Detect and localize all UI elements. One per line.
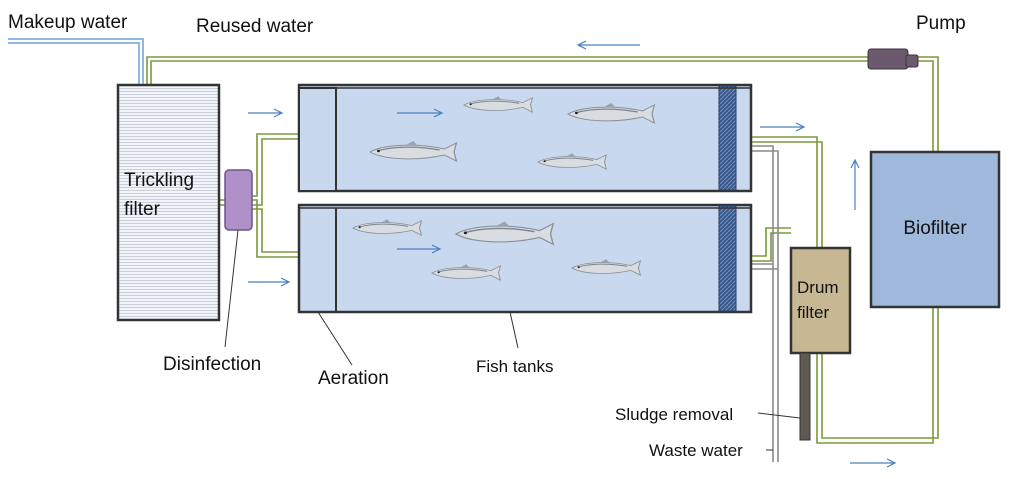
waste-water-pipe — [751, 145, 779, 462]
drum-to-biofilter-pipe — [816, 307, 939, 444]
fish-tank-2 — [297, 203, 753, 314]
sludge-removal-label: Sludge removal — [615, 405, 733, 424]
drum-filter: Drum filter — [789, 246, 852, 441]
trickling-filter: Trickling filter — [116, 83, 221, 322]
flow-arrow-tank1-mid — [397, 108, 444, 118]
flow-arrow-bottom — [850, 458, 897, 468]
trickling-filter-label-2: filter — [124, 199, 161, 220]
leader-lines — [224, 229, 801, 451]
drum-filter-label-2: filter — [797, 303, 829, 322]
flow-arrow-tank2-inlet — [248, 277, 291, 287]
waste-water-label: Waste water — [649, 441, 743, 460]
makeup-water-label: Makeup water — [8, 12, 128, 33]
trickling-filter-label-1: Trickling — [124, 170, 194, 191]
biofilter: Biofilter — [869, 150, 1001, 309]
fish-tanks-label: Fish tanks — [476, 357, 553, 376]
trickling-to-tanks-pipes — [220, 133, 300, 258]
flow-arrow-top — [576, 40, 640, 50]
makeup-water-pipe — [8, 38, 144, 85]
drum-filter-label-1: Drum — [797, 278, 839, 297]
tank-to-drum-pipes — [751, 136, 823, 262]
biofilter-label: Biofilter — [903, 218, 967, 239]
flow-arrow-outlet — [760, 122, 806, 132]
pump — [867, 48, 919, 70]
flow-arrows — [248, 40, 897, 468]
reused-water-label: Reused water — [196, 16, 314, 37]
disinfection-unit — [224, 169, 253, 231]
fish-tank-1 — [297, 83, 753, 193]
aeration-label: Aeration — [318, 368, 389, 389]
pump-label: Pump — [916, 13, 966, 34]
flow-arrow-biofilter-up — [850, 158, 860, 210]
reused-water-pipe — [146, 56, 939, 152]
flow-arrow-tank1-inlet — [248, 108, 284, 118]
disinfection-label: Disinfection — [163, 354, 261, 375]
flow-arrow-tank2-mid — [397, 244, 442, 254]
